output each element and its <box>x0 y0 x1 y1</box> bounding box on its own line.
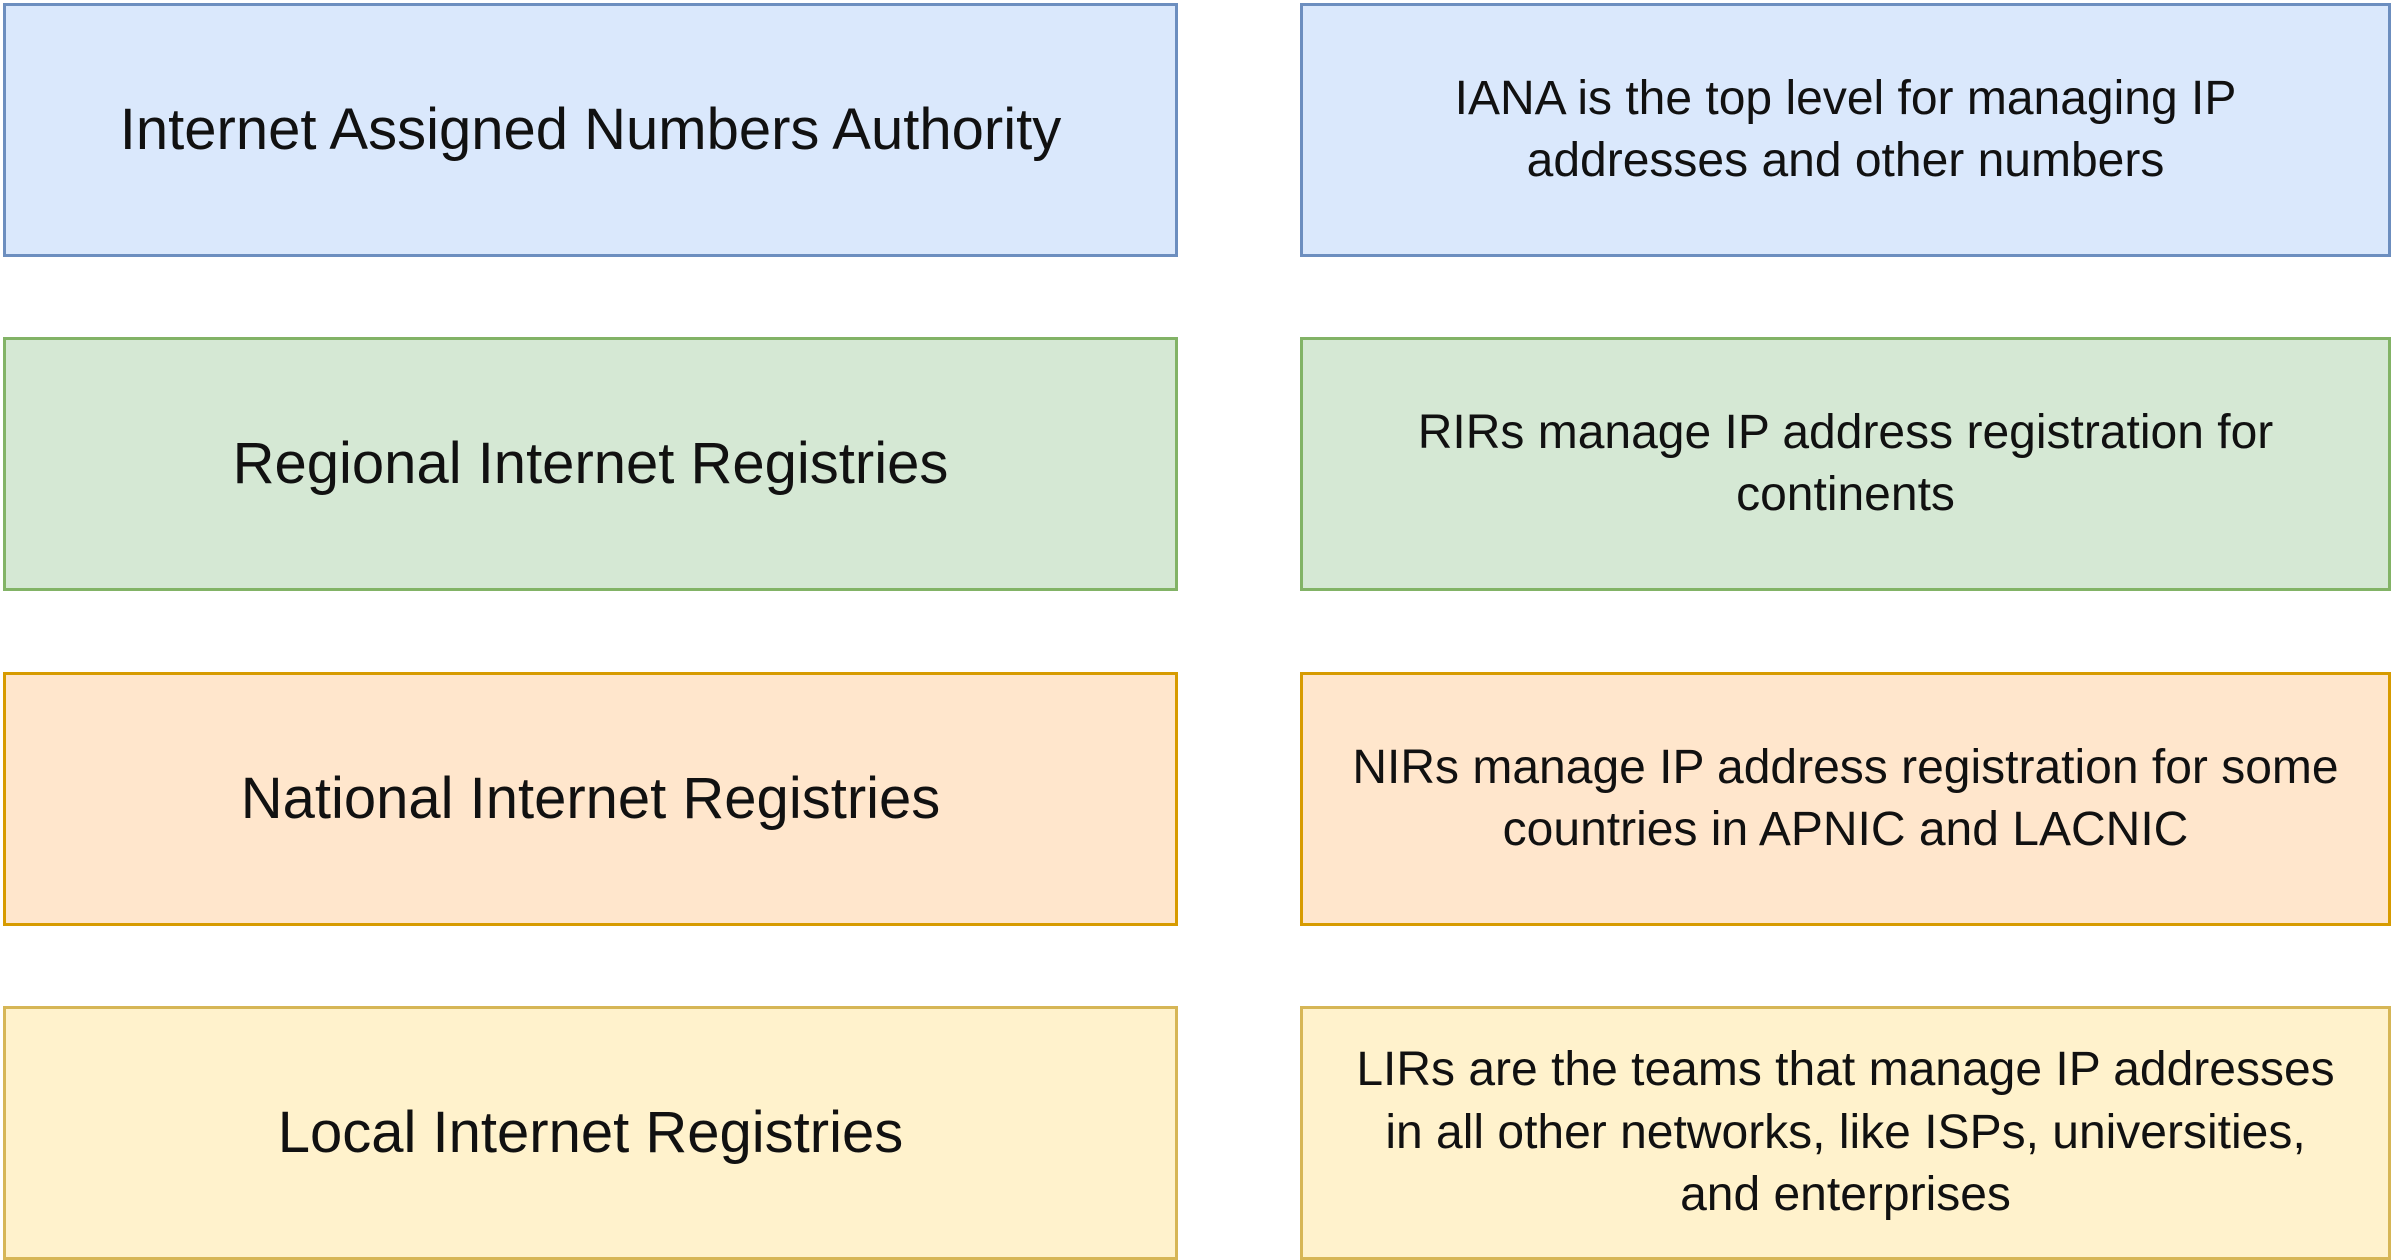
description-box-lir: LIRs are the teams that manage IP addres… <box>1300 1006 2391 1260</box>
registry-name-label: National Internet Registries <box>240 766 941 832</box>
registry-description-label: RIRs manage IP address registration for … <box>1417 405 2274 521</box>
registry-name-label: Local Internet Registries <box>277 1100 904 1166</box>
registry-name-label: Internet Assigned Numbers Authority <box>119 97 1062 163</box>
registry-box-rir: Regional Internet Registries <box>3 337 1178 591</box>
description-box-nir: NIRs manage IP address registration for … <box>1300 672 2391 926</box>
registry-description-label: IANA is the top level for managing IP ad… <box>1454 71 2237 187</box>
description-box-rir: RIRs manage IP address registration for … <box>1300 337 2391 591</box>
registry-box-nir: National Internet Registries <box>3 672 1178 926</box>
registry-box-lir: Local Internet Registries <box>3 1006 1178 1260</box>
registry-description-label: LIRs are the teams that manage IP addres… <box>1356 1043 2335 1222</box>
registry-description-label: NIRs manage IP address registration for … <box>1352 740 2339 856</box>
description-box-iana: IANA is the top level for managing IP ad… <box>1300 3 2391 257</box>
registry-box-iana: Internet Assigned Numbers Authority <box>3 3 1178 257</box>
registry-name-label: Regional Internet Registries <box>232 431 949 497</box>
